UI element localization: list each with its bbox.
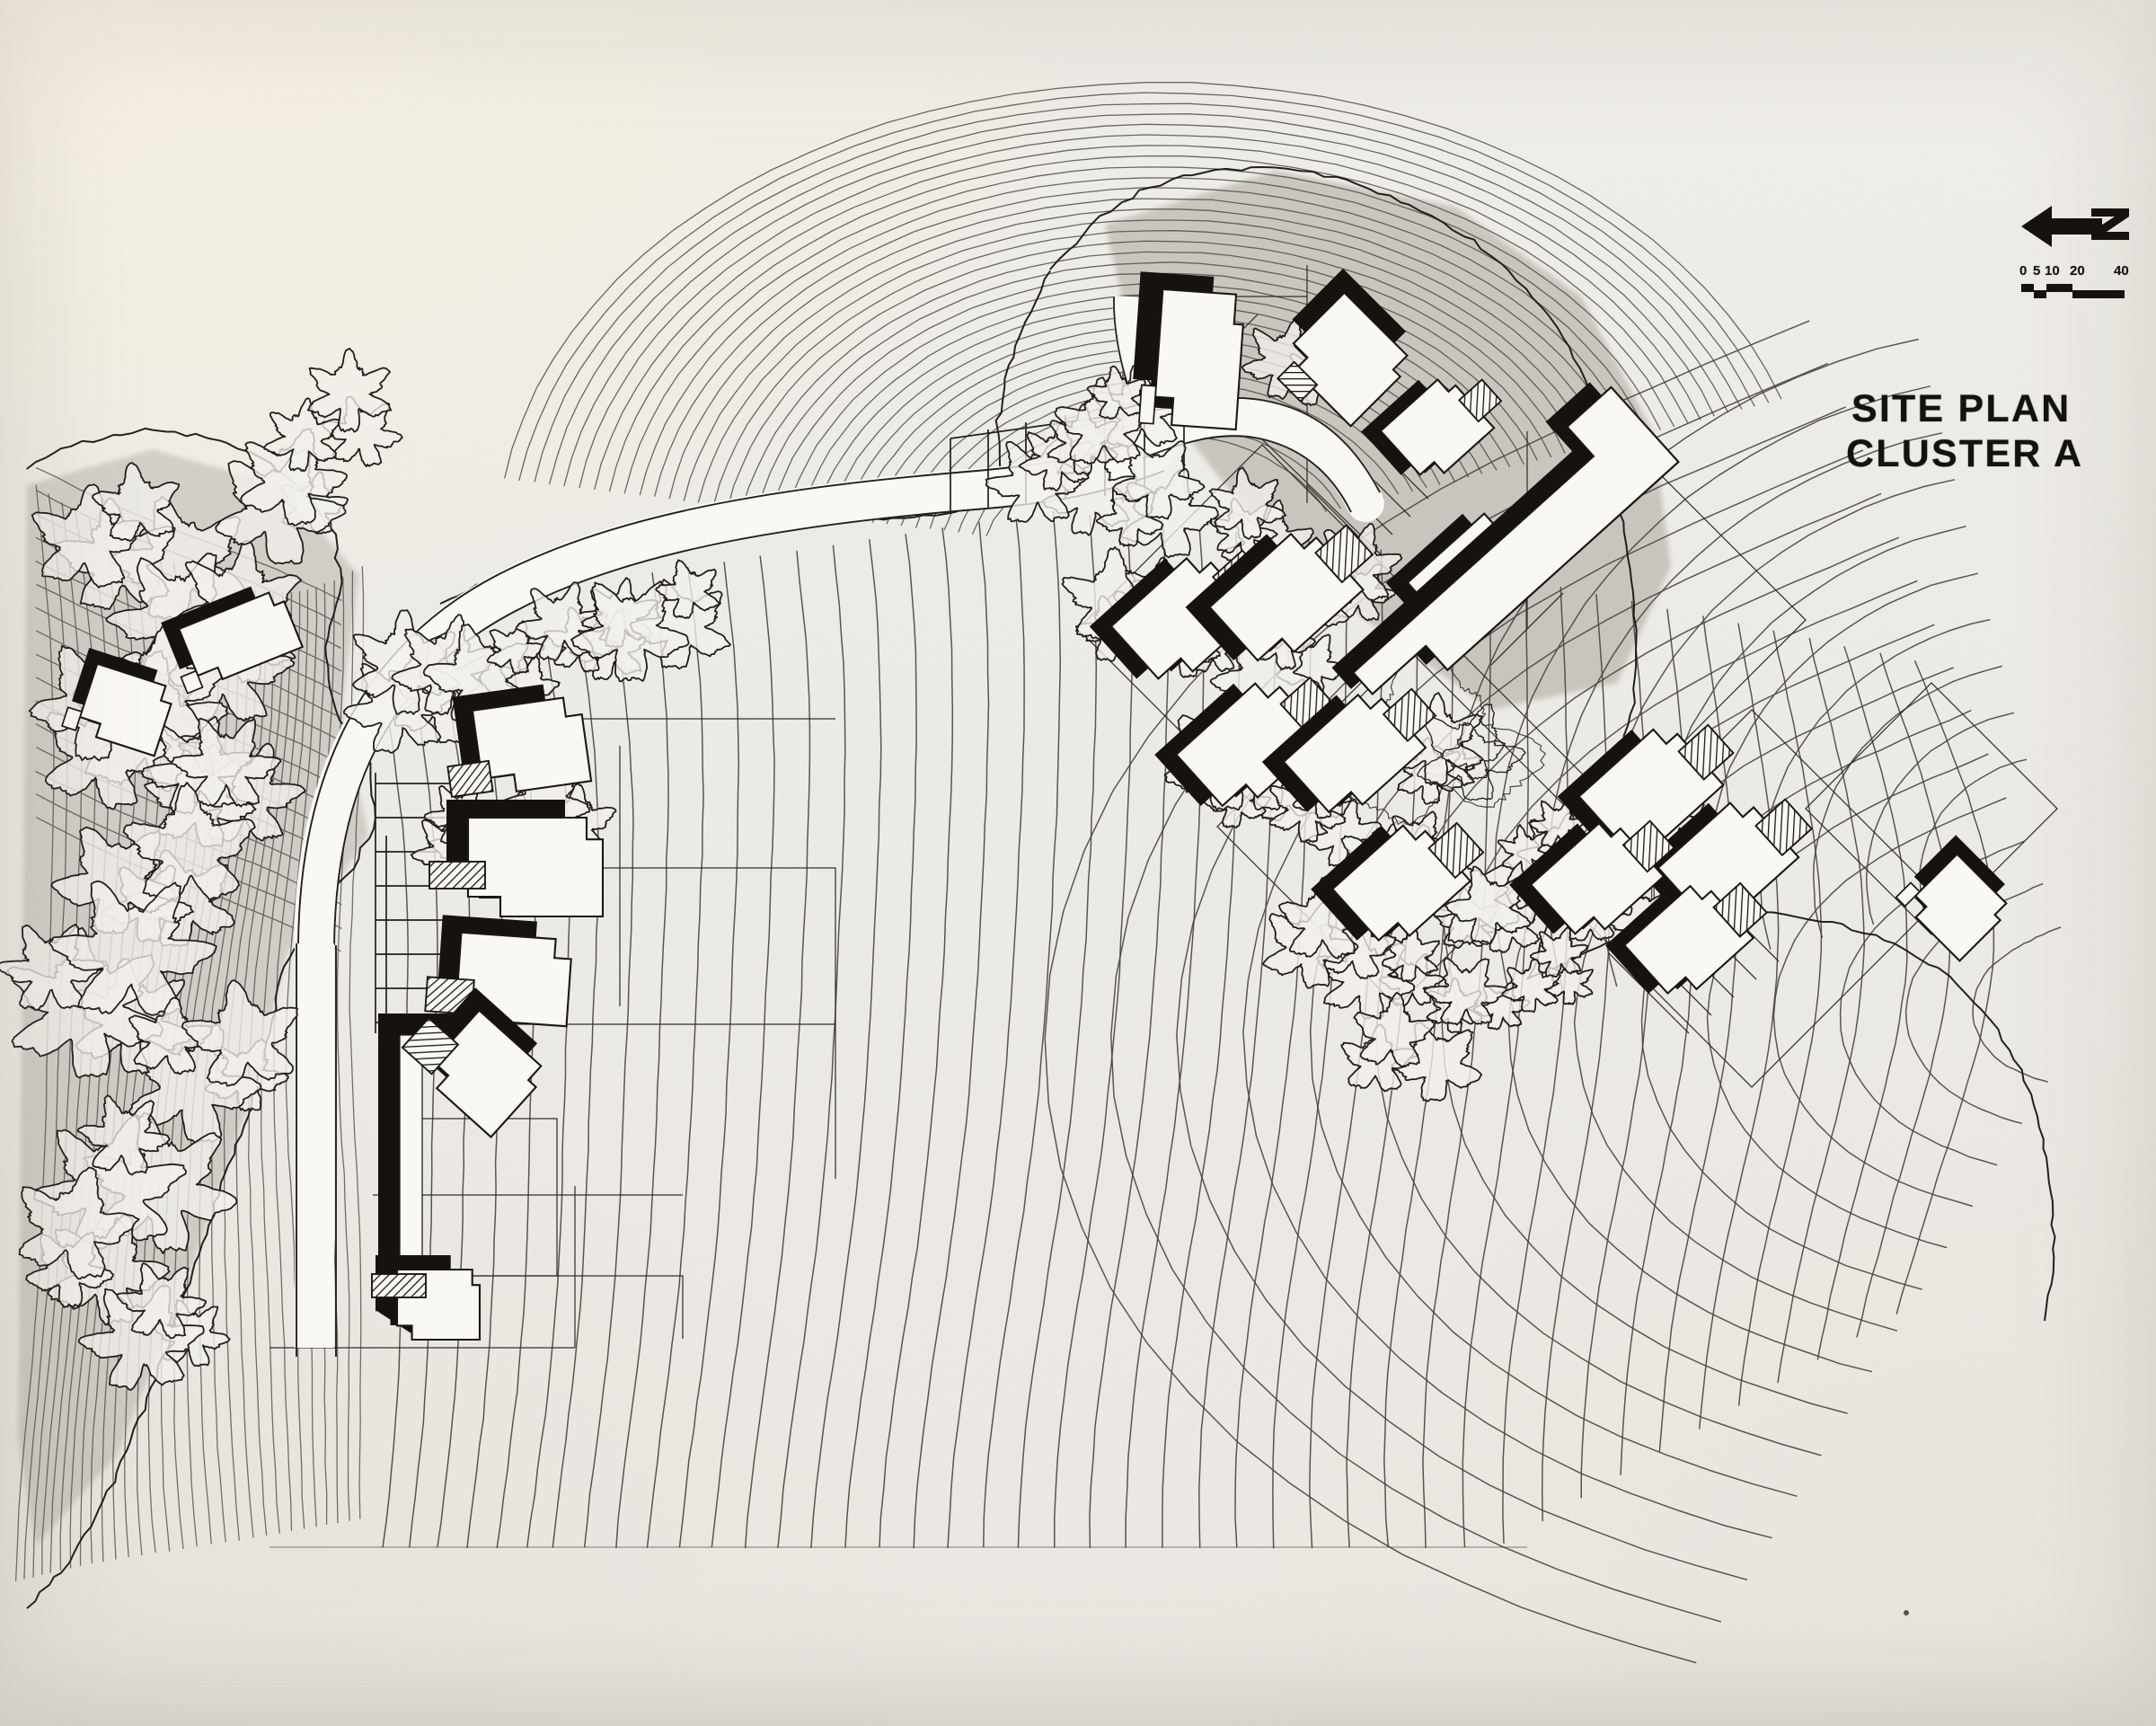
building-unit (1605, 881, 1769, 996)
hatched-stair (1427, 821, 1485, 880)
entry-deck (1138, 384, 1157, 425)
building-footprint (471, 696, 593, 793)
hatched-stair (1314, 524, 1374, 584)
hatched-stair (401, 1016, 460, 1075)
hatched-stair (1677, 723, 1735, 781)
hatched-stair (446, 759, 494, 799)
entry-deck (60, 706, 84, 731)
hatched-stair (1621, 819, 1675, 873)
hatched-stair (429, 861, 486, 890)
building-footprint (1208, 532, 1365, 662)
scale-tick-40: 40 (2114, 263, 2129, 279)
entry-deck (1895, 881, 1922, 907)
hatched-stair (1276, 360, 1319, 403)
titleblock: SITE PLAN CLUSTER A (1846, 386, 2143, 477)
building-footprint (466, 816, 605, 918)
scale-tick-5: 5 (2033, 263, 2041, 279)
building-unit (1895, 835, 2008, 962)
hatched-stair (1382, 687, 1437, 743)
pencil-mark (1904, 1610, 1909, 1615)
building-unit (1311, 821, 1485, 943)
building-unit (1133, 271, 1244, 431)
building-unit (401, 987, 543, 1138)
building-footprint (1282, 693, 1427, 814)
building-footprint (1913, 853, 2008, 962)
hatched-stair (1458, 378, 1503, 423)
north-and-scale-block: 0 5 10 20 40 (2019, 199, 2154, 305)
building-unit (1154, 676, 1336, 808)
building-footprint (78, 662, 172, 757)
hatched-stair (1754, 798, 1813, 857)
building-footprint (177, 591, 305, 681)
building-unit (60, 648, 172, 757)
building-footprint (1292, 291, 1409, 428)
building-unit (1185, 524, 1374, 662)
building-unit (1361, 377, 1503, 476)
building-long-bar (1331, 382, 1680, 695)
north-arrow-icon (2021, 206, 2129, 247)
building-unit (446, 684, 593, 799)
hatched-stair (1712, 881, 1769, 938)
building-unit (161, 586, 305, 695)
entry-deck (180, 669, 204, 695)
cast-shadow (1331, 382, 1657, 689)
scale-tick-0: 0 (2019, 263, 2028, 279)
building-unit (1557, 723, 1735, 851)
building-footprint (1153, 288, 1244, 431)
building-footprint (1351, 385, 1680, 695)
building-unit (371, 1255, 482, 1341)
page-title-line1: SITE PLAN (1851, 387, 2072, 430)
building-unit (429, 800, 605, 918)
scale-tick-10: 10 (2045, 263, 2060, 279)
building-unit (1261, 687, 1437, 814)
scale-tick-20: 20 (2070, 263, 2085, 279)
page-title-line2: CLUSTER A (1846, 432, 2084, 476)
building-unit (424, 915, 572, 1028)
scale-bar-labels: 0 5 10 20 40 (2019, 263, 2154, 281)
hatched-stair (371, 1273, 427, 1298)
scale-bar-icon (2021, 284, 2125, 298)
building-unit (1276, 268, 1409, 428)
building-unit (1509, 819, 1675, 935)
buildings (60, 268, 2008, 1341)
retaining-wall (378, 1013, 467, 1341)
